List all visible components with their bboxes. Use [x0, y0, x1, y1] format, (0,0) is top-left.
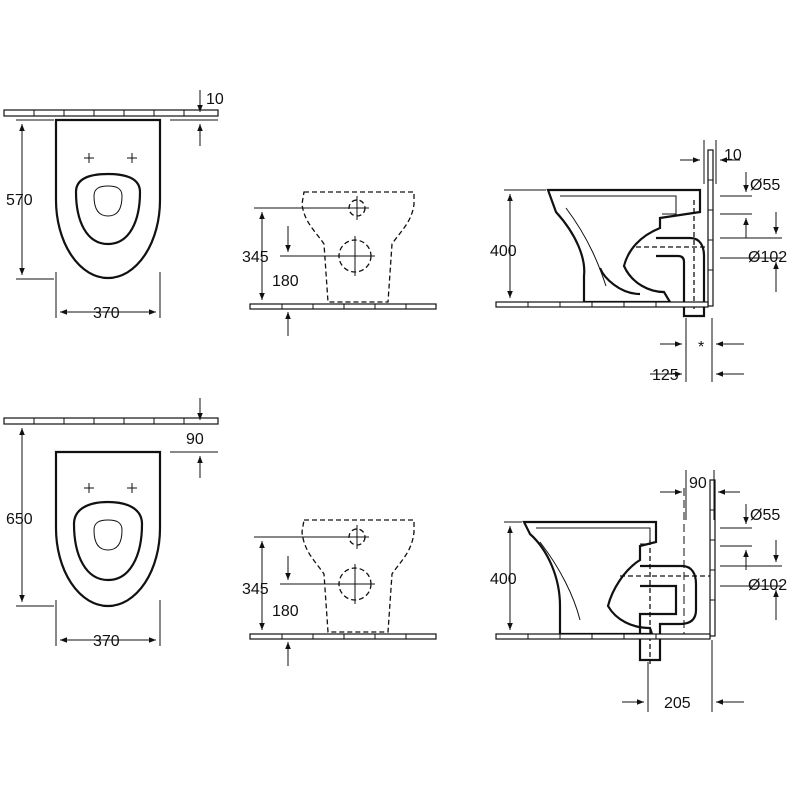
front-hidden-outline [301, 519, 415, 633]
plan-wall-gap-label: 90 [186, 431, 204, 448]
side-height-label: 400 [490, 571, 517, 588]
side-pipe-large-label: Ø102 [748, 577, 787, 594]
wall-strip [3, 109, 219, 117]
outlet-center-mark [335, 564, 375, 604]
plan-width-label: 370 [93, 633, 120, 650]
bottom-front-view: 345 180 [242, 519, 437, 666]
bowl-water [93, 185, 123, 217]
side-pipe-small-label: Ø55 [750, 177, 780, 194]
pan-body [546, 188, 702, 304]
bowl-outline [54, 450, 162, 608]
top-plan-view: 570 370 10 [3, 90, 224, 322]
floor-strip [495, 633, 711, 640]
side-wall-gap-label: 10 [724, 147, 742, 164]
top-front-view: 345 180 [242, 191, 437, 336]
wall-strip [3, 417, 219, 425]
bowl-outline [54, 118, 162, 280]
outlet-pipe [638, 564, 698, 662]
side-pipe-large-label: Ø102 [748, 249, 787, 266]
pan-rim [560, 195, 677, 215]
outlet-pipe [656, 236, 706, 318]
fixing-mark [127, 153, 137, 163]
pan-rim [536, 527, 651, 545]
top-side-view: 400 10 Ø55 Ø102 * 125 [490, 140, 787, 384]
side-offset-label: 205 [664, 695, 691, 712]
floor-strip [249, 633, 437, 640]
plan-wall-gap-label: 10 [206, 91, 224, 108]
seat-opening [74, 172, 142, 246]
wall-section [707, 149, 714, 307]
side-offset-label: 125 [652, 367, 679, 384]
side-pipe-small-label: Ø55 [750, 507, 780, 524]
plan-depth-label: 650 [6, 511, 33, 528]
front-height-label: 345 [242, 581, 269, 598]
bottom-plan-view: 650 370 90 [3, 398, 219, 650]
front-inlet-label: 180 [272, 273, 299, 290]
floor-strip [249, 303, 437, 310]
inlet-center-mark [345, 196, 369, 220]
pan-trap [539, 541, 581, 621]
bottom-side-view: 400 90 Ø55 Ø102 205 [490, 470, 787, 712]
front-inlet-label: 180 [272, 603, 299, 620]
fixing-mark [84, 153, 94, 163]
seat-opening [72, 500, 144, 582]
floor-strip [495, 301, 709, 308]
front-height-label: 345 [242, 249, 269, 266]
bowl-water [93, 519, 123, 551]
front-hidden-outline [301, 191, 415, 303]
side-note-mark: * [698, 339, 704, 356]
plan-width-label: 370 [93, 305, 120, 322]
fixing-mark [84, 483, 94, 493]
wall-section [709, 479, 716, 637]
outlet-center-mark [335, 236, 375, 276]
inlet-center-mark [345, 525, 369, 549]
side-height-label: 400 [490, 243, 517, 260]
side-wall-gap-label: 90 [689, 475, 707, 492]
pan-body [522, 520, 658, 636]
plan-depth-label: 570 [6, 192, 33, 209]
fixing-mark [127, 483, 137, 493]
pan-trap [565, 207, 607, 287]
